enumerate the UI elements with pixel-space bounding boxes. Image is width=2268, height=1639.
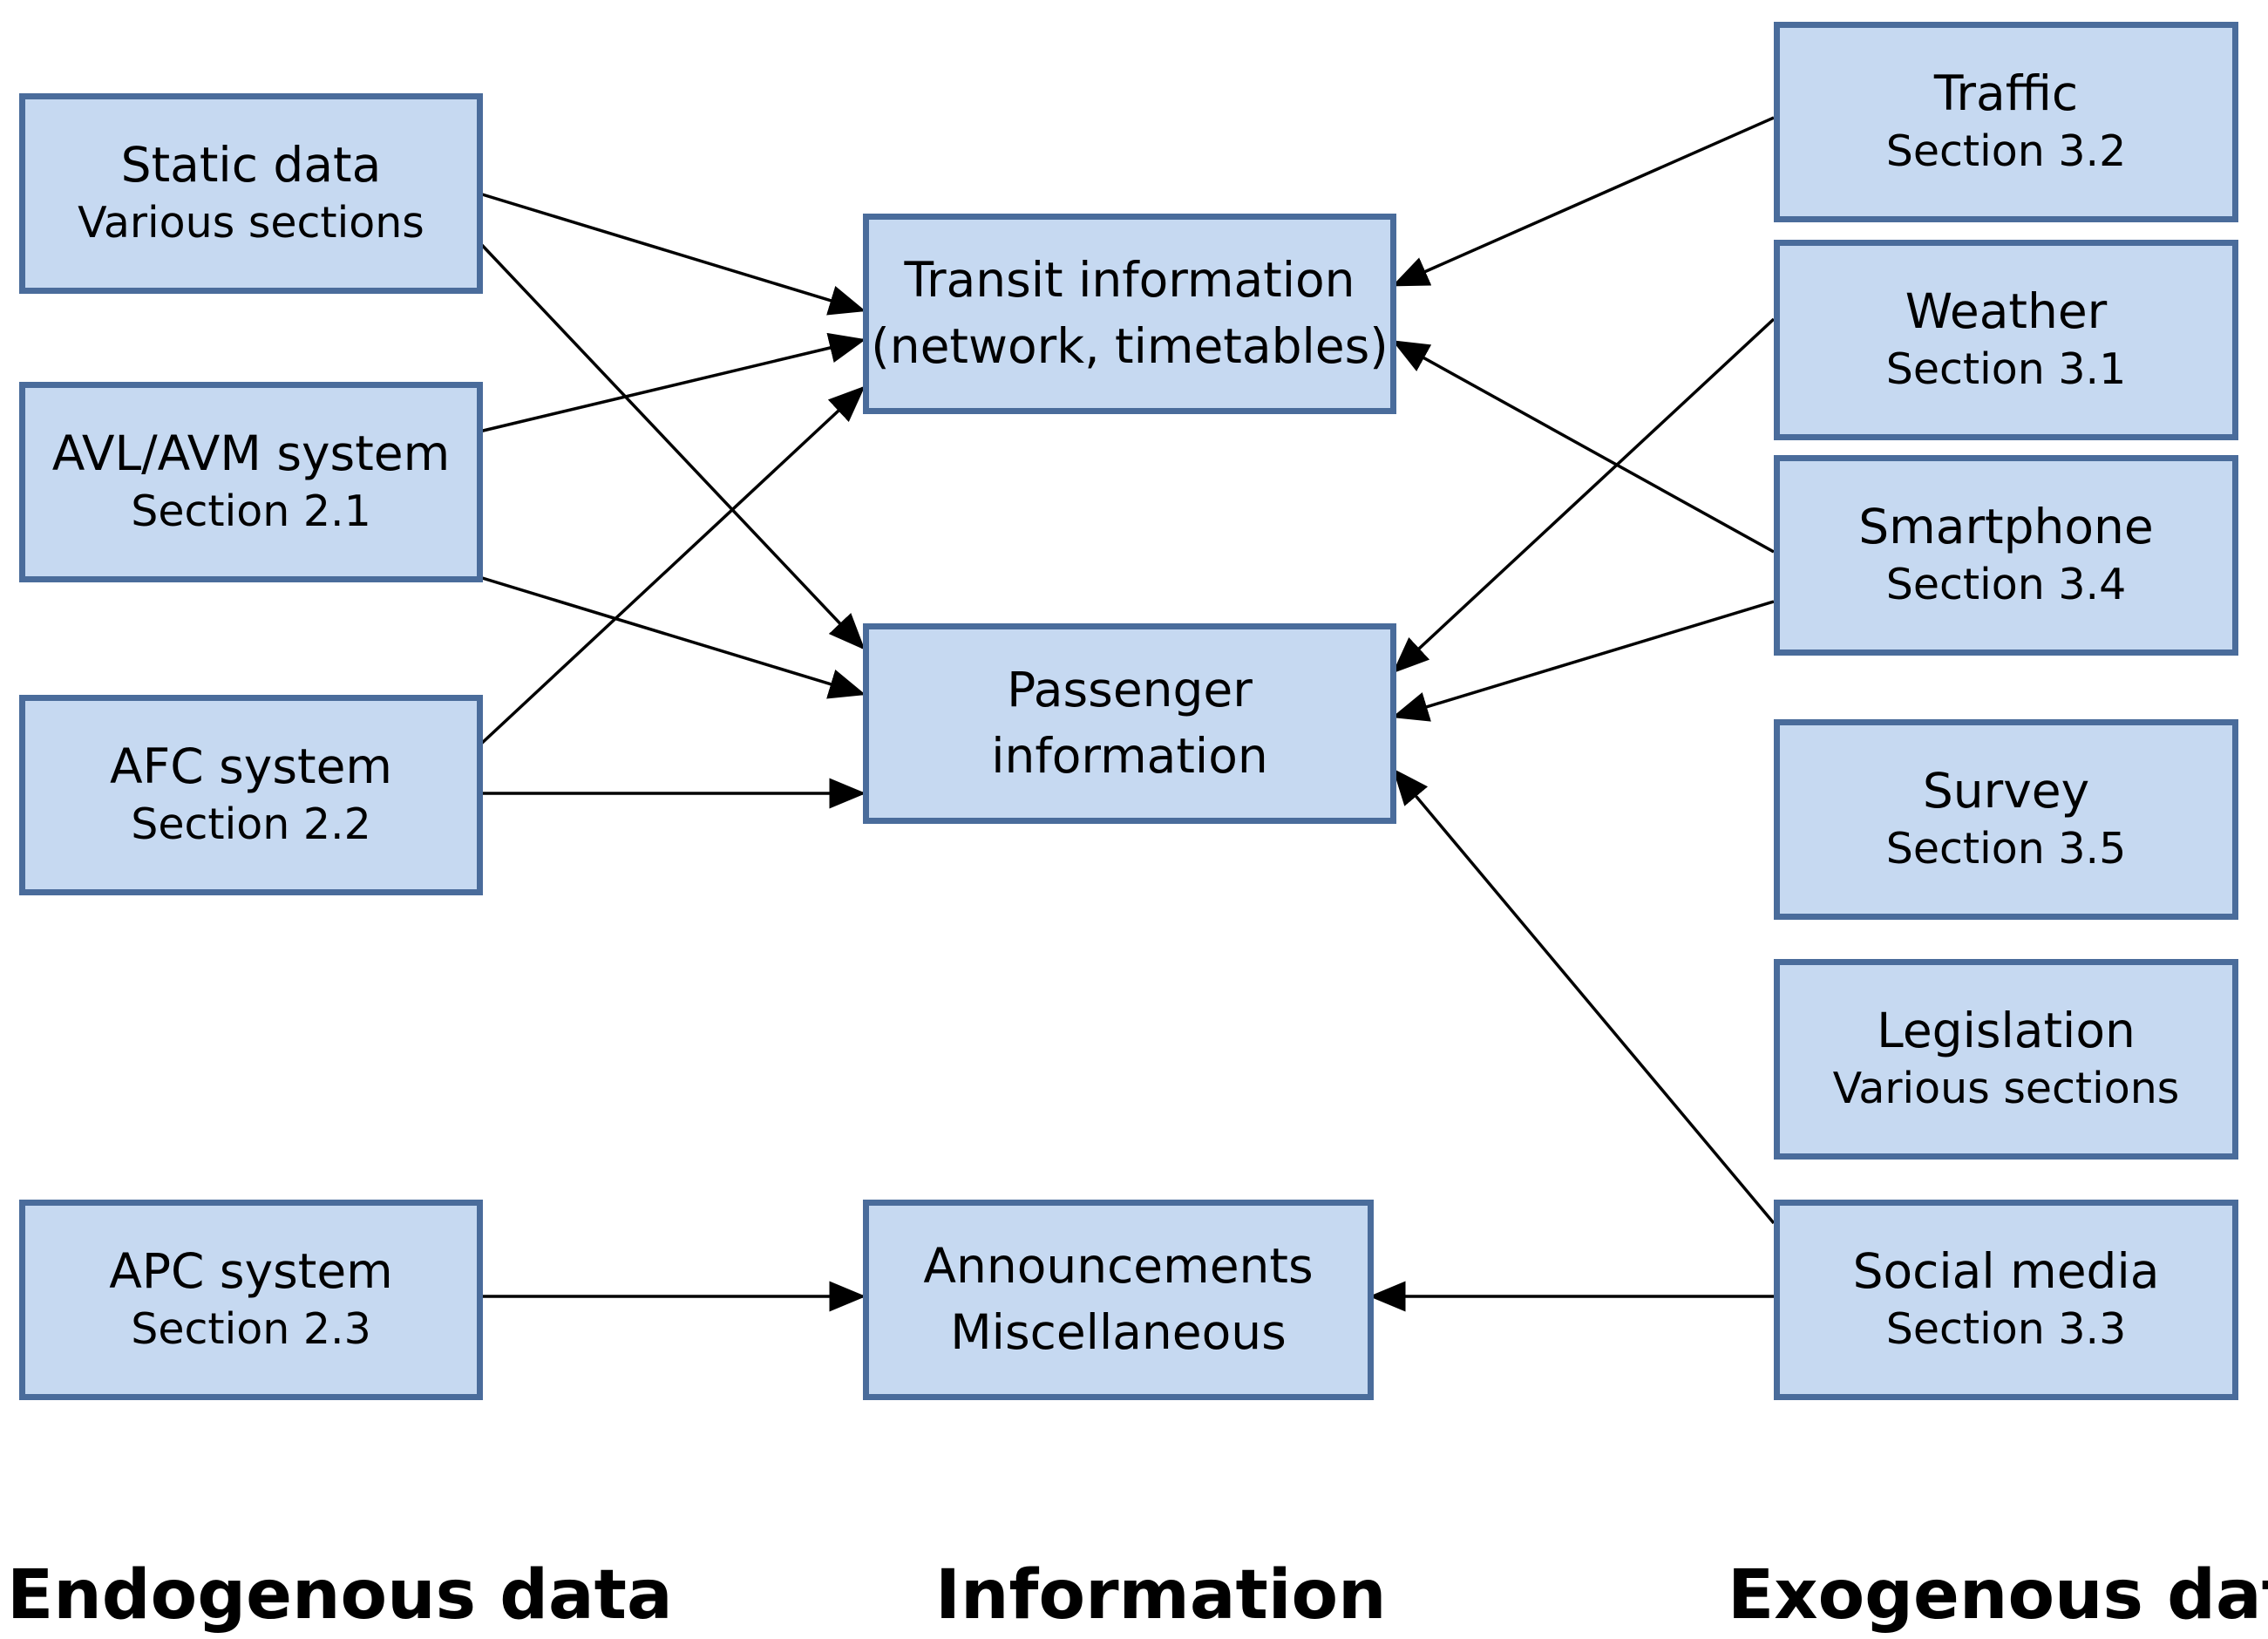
label-information: Information — [935, 1556, 1387, 1635]
label-endogenous-data: Endogenous data — [7, 1556, 673, 1635]
arrow-smartphone-to-passenger — [1391, 600, 1775, 722]
box-avl-avm-system: AVL/AVM system Section 2.1 — [19, 382, 483, 582]
box-weather-title: Weather — [1905, 282, 2108, 339]
box-transit-information: Transit information (network, timetables… — [863, 214, 1396, 414]
box-passenger-information-line2: information — [991, 728, 1268, 784]
box-announcements-line1: Announcements — [923, 1238, 1314, 1295]
box-avl-avm-system-section: Section 2.1 — [131, 486, 371, 537]
box-apc-system-title: APC system — [109, 1242, 393, 1299]
arrow-avl-to-passenger — [479, 575, 866, 699]
box-apc-system: APC system Section 2.3 — [19, 1200, 483, 1400]
box-announcements: Announcements Miscellaneous — [863, 1200, 1374, 1400]
box-survey-title: Survey — [1922, 762, 2090, 819]
arrow-traffic-to-transit — [1391, 116, 1775, 287]
arrow-weather-to-passenger — [1392, 317, 1776, 674]
arrow-afc-to-transit — [478, 385, 866, 747]
arrow-static-to-passenger — [478, 241, 866, 650]
box-afc-system-title: AFC system — [110, 738, 392, 794]
box-smartphone-section: Section 3.4 — [1885, 560, 2127, 610]
box-transit-information-line2: (network, timetables) — [871, 318, 1389, 374]
box-survey-section: Section 3.5 — [1885, 824, 2127, 874]
label-exogenous-data: Exogenous data — [1728, 1556, 2268, 1635]
box-passenger-information-line1: Passenger — [1007, 662, 1253, 718]
box-legislation-section: Various sections — [1832, 1064, 2180, 1114]
arrow-social-to-passenger — [1392, 768, 1776, 1225]
arrow-avl-to-transit — [479, 332, 866, 433]
box-social-media-section: Section 3.3 — [1885, 1304, 2127, 1355]
box-afc-system-section: Section 2.2 — [131, 799, 371, 850]
box-static-data: Static data Various sections — [19, 93, 483, 294]
box-static-data-section: Various sections — [78, 198, 424, 248]
box-legislation: Legislation Various sections — [1774, 959, 2238, 1160]
box-traffic-section: Section 3.2 — [1885, 126, 2127, 177]
box-traffic-title: Traffic — [1933, 65, 2079, 121]
box-apc-system-section: Section 2.3 — [131, 1304, 371, 1355]
box-weather-section: Section 3.1 — [1885, 344, 2127, 395]
box-passenger-information: Passenger information — [863, 623, 1396, 824]
box-afc-system: AFC system Section 2.2 — [19, 695, 483, 895]
box-social-media: Social media Section 3.3 — [1774, 1200, 2238, 1400]
box-static-data-title: Static data — [120, 136, 382, 193]
box-smartphone-title: Smartphone — [1858, 498, 2154, 554]
box-announcements-line2: Miscellaneous — [950, 1304, 1287, 1360]
arrow-static-to-transit — [479, 192, 866, 316]
box-weather: Weather Section 3.1 — [1774, 240, 2238, 440]
box-smartphone: Smartphone Section 3.4 — [1774, 455, 2238, 656]
box-legislation-title: Legislation — [1877, 1002, 2136, 1058]
box-survey: Survey Section 3.5 — [1774, 719, 2238, 920]
box-traffic: Traffic Section 3.2 — [1774, 22, 2238, 222]
arrow-smartphone-to-transit — [1391, 340, 1775, 554]
box-social-media-title: Social media — [1852, 1242, 2160, 1299]
box-avl-avm-system-title: AVL/AVM system — [51, 425, 451, 481]
box-transit-information-line1: Transit information — [904, 252, 1355, 309]
